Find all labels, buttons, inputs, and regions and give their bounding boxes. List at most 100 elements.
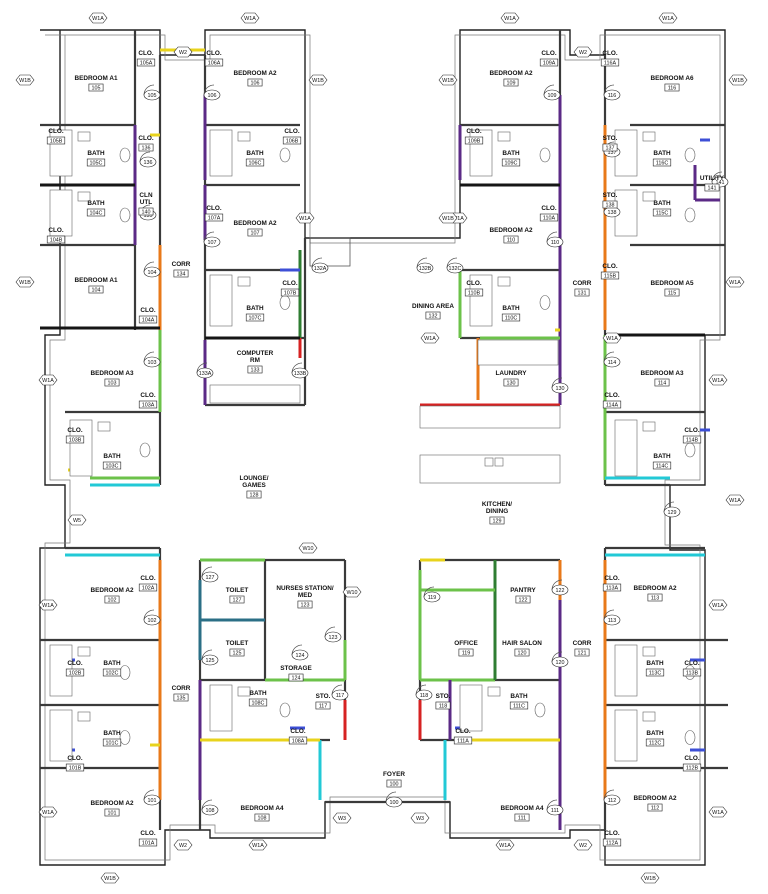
room-name: CLO. (284, 128, 299, 135)
room-label: CLO.102B (65, 660, 85, 676)
room-number: 107C (249, 315, 262, 321)
room-name: BATH (653, 150, 671, 157)
shower-stall (49, 709, 73, 762)
room-number: 137 (606, 145, 615, 151)
shower-stall (209, 129, 233, 177)
room-name: CLO. (466, 280, 481, 287)
sink-fixture (497, 276, 511, 287)
svg-text:W1A: W1A (499, 843, 511, 849)
window-tag-W1A: W1A (38, 806, 58, 818)
room-name: PANTRY (510, 587, 536, 594)
door-number: 125 (206, 658, 215, 664)
door-number: 132C (449, 266, 462, 272)
sink-fixture (642, 191, 656, 202)
room-number: 138 (606, 202, 615, 208)
window-tag-W1A: W1A (38, 599, 58, 611)
door-tag-132C: 132C (446, 262, 464, 274)
door-tag-133A: 133A (196, 367, 214, 379)
room-name: CLO. (67, 427, 82, 434)
shower-stall (209, 274, 233, 327)
shower-stall (614, 419, 638, 477)
shower-stall (614, 644, 638, 697)
room-number: 103A (142, 402, 155, 408)
room-name: LAUNDRY (495, 370, 527, 377)
toilet-fixture (119, 147, 131, 163)
room-number: 110 (507, 237, 516, 243)
svg-text:W1B: W1B (442, 78, 454, 84)
room-number: 132 (429, 313, 438, 319)
room-name: CLO. (67, 660, 82, 667)
room-number: 111A (457, 738, 469, 744)
room-label: CLO.114B (682, 427, 702, 443)
room-name: BATH (103, 453, 121, 460)
room-number: 114 (658, 380, 667, 386)
window-tag-W1A: W1A (38, 374, 58, 386)
door-number: 136 (144, 160, 153, 166)
toilet-fixture (684, 207, 696, 223)
room-name: HAIR SALON (502, 640, 542, 647)
room-label: CLO.102A (138, 575, 158, 591)
room-name: CLO. (48, 128, 63, 135)
room-name: BEDROOM A4 (500, 805, 544, 812)
room-number: 106C (249, 160, 262, 166)
sink-fixture (97, 421, 111, 432)
window-tag-W1A: W1A (420, 332, 440, 344)
room-name: BATH (510, 693, 528, 700)
room-label: CLO.108A (288, 728, 308, 744)
svg-text:W1A: W1A (504, 16, 516, 22)
window-tag-W1A: W1A (725, 276, 745, 288)
door-tag-110: 110 (546, 236, 564, 248)
room-number: 113 (651, 595, 660, 601)
room-number: 101C (106, 740, 119, 746)
toilet-fixture (119, 730, 131, 745)
room-name: BEDROOM A2 (489, 70, 533, 77)
toilet-fixture (684, 730, 696, 745)
sink-fixture (642, 711, 656, 722)
svg-text:W2: W2 (179, 50, 187, 56)
door-tag-112: 112 (603, 794, 621, 806)
room-name: CLO. (140, 575, 155, 582)
room-number: 102C (106, 670, 119, 676)
door-number: 133B (294, 371, 307, 377)
room-number: 135 (177, 695, 186, 701)
svg-text:W5: W5 (73, 518, 81, 524)
room-number: 108A (292, 738, 305, 744)
shower-stall (209, 684, 233, 732)
room-name: BATH (103, 660, 121, 667)
window-tag-W2: W2 (573, 839, 593, 851)
room-name: CLO. (140, 392, 155, 399)
room-name: BATH (249, 690, 267, 697)
window-tag-W3: W3 (410, 812, 430, 824)
door-tag-136: 136 (139, 156, 157, 168)
room-label: CLO.113B (682, 660, 702, 676)
room-number: 115B (604, 273, 617, 279)
room-name: CLO. (282, 280, 297, 287)
room-number: 111C (513, 703, 525, 709)
svg-text:W1A: W1A (729, 498, 741, 504)
door-tag-113: 113 (603, 614, 621, 626)
door-number: 101 (148, 798, 157, 804)
door-tag-132A: 132A (311, 262, 329, 274)
room-number: 130 (507, 380, 516, 386)
room-name: CLO. (604, 575, 619, 582)
door-tag-132B: 132B (416, 262, 434, 274)
window-tag-W1B: W1B (728, 74, 748, 86)
window-tag-W1A: W1A (725, 494, 745, 506)
room-label: BEDROOM A2 113 (633, 585, 677, 601)
svg-text:W1A: W1A (42, 378, 54, 384)
room-label: CLO.107A (204, 205, 224, 221)
room-label: CLO.113A (602, 575, 622, 591)
room-name: CLO. (140, 830, 155, 837)
room-name: CLO. (138, 50, 153, 57)
room-name: BEDROOM A2 (633, 585, 677, 592)
room-number: 105B (50, 138, 63, 144)
room-number: 100 (390, 781, 399, 787)
